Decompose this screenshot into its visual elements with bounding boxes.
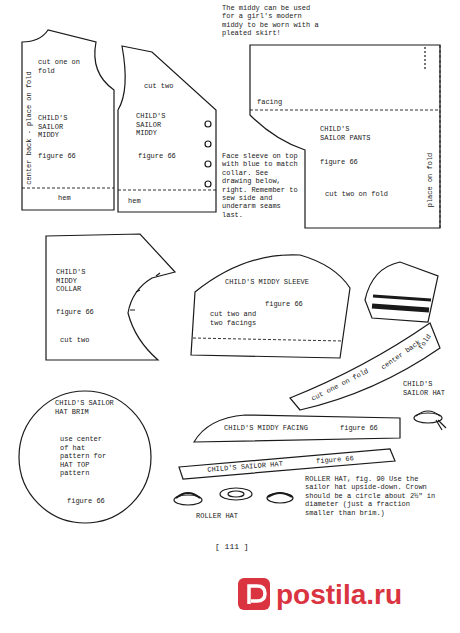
piece-label: figure 66	[320, 158, 358, 167]
piece-label: cut two on fold	[325, 190, 388, 199]
cutting-line	[118, 46, 216, 212]
cutting-line	[191, 255, 350, 358]
sleeve-stripe	[373, 296, 431, 300]
pattern-piece: CHILD'S MIDDY SLEEVE figure 66cut two and…	[185, 250, 355, 362]
piece-label: CHILD'S MIDDY FACING	[224, 424, 308, 433]
pattern-piece: cut one on foldCHILD'S SAILOR MIDDY figur…	[18, 28, 118, 216]
cutting-line	[250, 45, 440, 228]
piece-outline	[285, 318, 445, 413]
cutting-line	[205, 161, 211, 167]
cutting-line	[205, 141, 211, 147]
note-text: ROLLER HAT, fig. 90 Use the sailor hat u…	[305, 475, 440, 517]
roller-hat-sketch	[220, 488, 252, 500]
seam-line	[250, 110, 440, 111]
piece-label: cut two and two facings	[210, 310, 262, 327]
piece-label: CHILD'S SAILOR HAT BRIM	[55, 399, 115, 416]
piece-label: CHILD'S SAILOR MIDDY	[38, 114, 83, 140]
roller-hat-sketch	[267, 493, 293, 503]
piece-label: cut two	[60, 336, 89, 345]
piece-outline	[18, 28, 118, 216]
seam-line	[118, 190, 216, 191]
watermark: postila.ru	[276, 578, 402, 612]
hat-ribbon	[436, 420, 446, 430]
piece-label: CHILD'S SAILOR HAT	[403, 380, 445, 397]
piece-label: center back - place on fold	[24, 71, 33, 184]
cutting-line	[46, 234, 175, 360]
piece-label: figure 66	[38, 152, 76, 161]
seam-line	[193, 338, 343, 341]
piece-label: figure 66	[265, 300, 303, 309]
seam-line	[22, 188, 114, 189]
piece-label: facing	[257, 98, 282, 107]
piece-label: CHILD'S MIDDY SLEEVE	[225, 278, 309, 287]
piece-label: CHILD'S MIDDY COLLAR	[56, 268, 101, 294]
pattern-piece: cut twoCHILD'S SAILOR MIDDY figure 66 hem	[108, 40, 220, 216]
notch-mark	[130, 273, 160, 310]
sleeve-sketch	[365, 262, 438, 322]
cutting-line	[290, 323, 440, 410]
page-number: [ 111 ]	[215, 542, 249, 552]
piece-label: fold	[417, 333, 434, 352]
piece-label: center back	[380, 338, 423, 371]
cutting-line	[22, 30, 114, 210]
note-text: Face sleeve on top with blue to match co…	[222, 152, 300, 219]
pattern-piece: facingCHILD'S SAILOR PANTS figure 66 cut t…	[245, 40, 445, 230]
hat-sketch	[416, 411, 440, 416]
pattern-piece: CHILD'S SAILOR HAT BRIM use center of hat…	[15, 385, 157, 531]
piece-label: place on fold	[426, 153, 435, 208]
cutting-line	[194, 415, 400, 442]
piece-label: figure 66	[138, 152, 176, 161]
piece-label: CHILD'S SAILOR PANTS	[320, 125, 375, 142]
cutting-line	[205, 121, 211, 127]
note-text: The middy can be used for a girl's moder…	[222, 4, 322, 38]
pattern-piece: CHILD'S MIDDY FACING figure 66	[190, 408, 405, 444]
piece-label: figure 66	[67, 497, 105, 506]
piece-label: hem	[128, 197, 141, 206]
piece-label: CHILD'S SAILOR MIDDY	[136, 112, 181, 138]
figure-caption: ROLLER HAT	[196, 512, 238, 520]
seam-line	[440, 45, 441, 228]
placket-mark	[424, 47, 425, 70]
cutting-line	[205, 181, 211, 187]
cutting-line	[19, 391, 151, 523]
piece-outline	[108, 40, 220, 216]
pattern-piece: CHILD'S MIDDY COLLAR figure 66 cut two	[40, 228, 180, 364]
piece-label: cut two	[144, 82, 173, 91]
piece-label: figure 66	[340, 424, 378, 433]
roller-hat-sketch	[268, 493, 292, 497]
watermark-logo	[249, 586, 265, 604]
piece-label: use center of hat pattern for HAT TOP pa…	[60, 435, 110, 478]
cutting-line	[179, 449, 395, 479]
watermark-logo	[238, 578, 270, 610]
pattern-piece: center backfold cut one on fold CHILD'S SA…	[285, 318, 445, 413]
sleeve-stripe	[372, 306, 429, 310]
roller-hat-sketch	[176, 493, 200, 498]
piece-label: cut one on fold	[310, 367, 370, 403]
piece-label: cut one on fold	[38, 58, 88, 75]
piece-label: figure 66	[56, 308, 94, 317]
roller-hat-sketch	[228, 491, 244, 497]
piece-label: hem	[58, 194, 71, 203]
piece-label: figure 66	[316, 454, 354, 465]
